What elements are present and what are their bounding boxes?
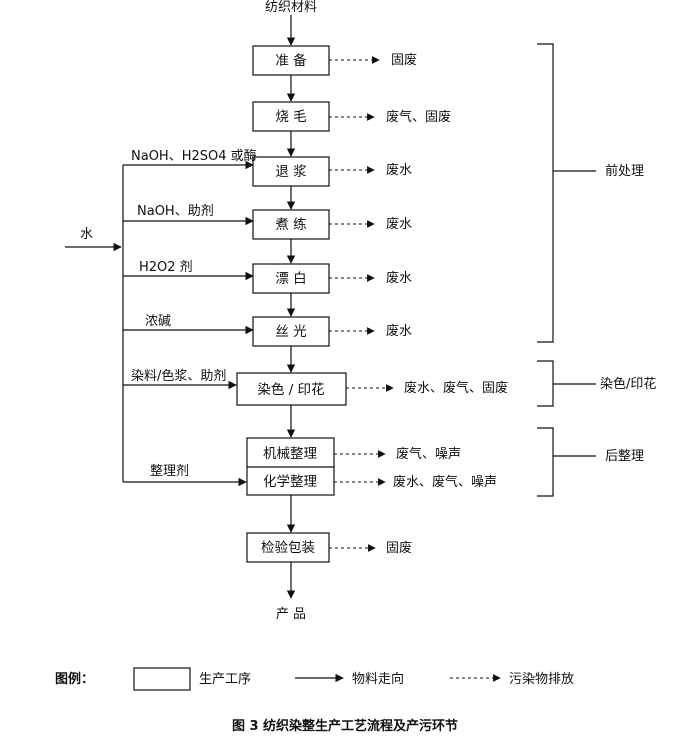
step-label-desizing: 退 浆 [275, 164, 307, 180]
input-mercerizing: 浓碱 [145, 314, 171, 329]
output-desizing: 废水 [386, 162, 412, 178]
step-label-prepare: 准 备 [275, 52, 307, 69]
group-brackets [537, 43, 596, 497]
pollutant-arrows [329, 56, 394, 552]
output-scouring: 废水 [386, 216, 412, 232]
step-box-desizing [252, 156, 330, 187]
water-label: 水 [80, 227, 93, 242]
output-inspection: 固废 [386, 540, 412, 556]
input-dyeing: 染料/色浆、助剂 [131, 368, 226, 384]
step-box-mercerizing [252, 316, 330, 347]
process-boxes [236, 45, 347, 563]
group-label-finishing: 后整理 [605, 449, 644, 464]
output-mercerizing: 废水 [386, 323, 412, 339]
output-dyeing: 废水、废气、固废 [404, 380, 508, 396]
step-box-bleaching [252, 263, 330, 294]
step-box-inspection [246, 532, 330, 563]
step-label-singeing: 烧 毛 [275, 109, 306, 125]
output-bleaching: 废水 [386, 270, 412, 286]
legend-process-label: 生产工序 [199, 672, 251, 687]
step-box-dyeing [236, 372, 347, 406]
step-box-singeing [252, 101, 330, 132]
input-finishing: 整理剂 [150, 464, 189, 479]
step-label-mercerizing: 丝 光 [275, 324, 306, 340]
output-singeing: 废气、固废 [386, 109, 451, 125]
legend-process-box [133, 667, 191, 691]
input-bleaching: H2O2 剂 [139, 260, 193, 275]
input-scouring: NaOH、助剂 [137, 204, 214, 219]
step-label-scouring: 煮 练 [275, 217, 306, 233]
step-label-chemical: 化学整理 [263, 474, 317, 490]
output-label: 产 品 [276, 607, 306, 622]
group-label-pretreatment: 前处理 [605, 163, 644, 179]
output-chemical: 废水、废气、噪声 [393, 474, 497, 490]
group-label-dyeing: 染色/印花 [600, 376, 656, 392]
input-desizing: NaOH、H2SO4 或酶 [131, 148, 257, 164]
water-input-lines [65, 160, 254, 487]
step-label-bleaching: 漂 白 [275, 271, 306, 287]
input-label: 纺织材料 [265, 0, 317, 15]
legend-title: 图例： [55, 671, 94, 687]
output-prepare: 固废 [391, 52, 417, 68]
legend-flow-label: 物料走向 [352, 671, 404, 687]
step-box-scouring [252, 209, 330, 240]
legend-pollutant-label: 污染物排放 [509, 672, 574, 687]
step-label-inspection: 检验包装 [261, 540, 315, 556]
figure-caption: 图 3 纺织染整生产工艺流程及产污环节 [232, 718, 458, 734]
output-mechanical: 废气、噪声 [396, 446, 461, 462]
step-box-prepare [252, 45, 330, 76]
step-label-mechanical: 机械整理 [263, 446, 317, 462]
step-label-dyeing: 染色 / 印花 [257, 381, 324, 398]
